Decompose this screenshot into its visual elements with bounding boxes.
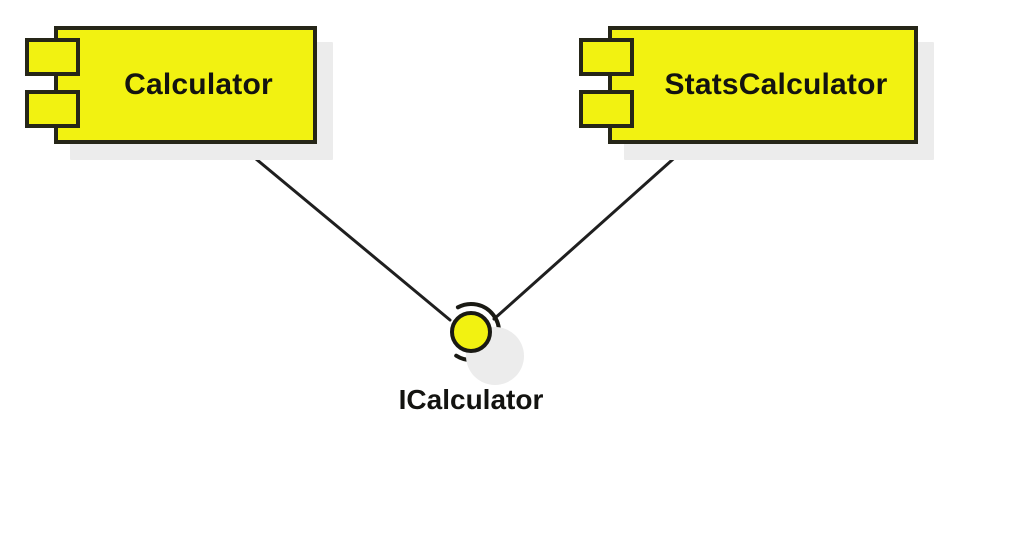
connector-calculator-to-icalculator — [236, 142, 452, 322]
interface-label: ICalculator — [398, 384, 544, 415]
connector-statscalculator-to-icalculator — [492, 142, 692, 321]
component-icon-tab-upper — [25, 38, 80, 76]
component-icon-tab-upper — [579, 38, 634, 76]
component-statscalculator-label: StatsCalculator — [664, 68, 888, 101]
component-icon-tab-lower — [25, 90, 80, 128]
component-body[interactable]: StatsCalculator — [608, 26, 918, 144]
component-body[interactable]: Calculator — [54, 26, 317, 144]
component-calculator-label: Calculator — [124, 68, 273, 101]
component-icon-tab-lower — [579, 90, 634, 128]
provided-interface-ball[interactable] — [450, 311, 492, 353]
